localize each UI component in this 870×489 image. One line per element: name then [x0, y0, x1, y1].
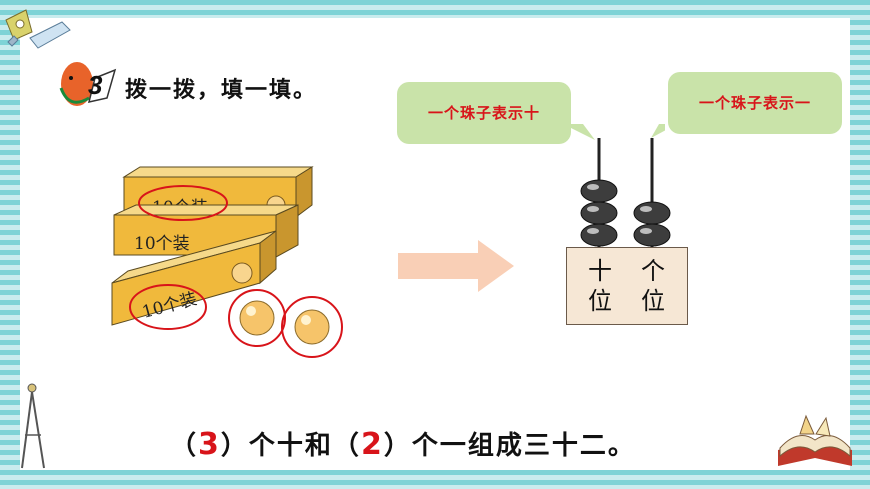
ones-place-label: 个 位 [638, 256, 668, 316]
ones-bead-highlight-2 [640, 206, 652, 212]
tens-bead-highlight-2 [587, 206, 599, 212]
arrow-right-icon [398, 240, 514, 292]
ones-bead-2 [633, 201, 671, 225]
tens-place-label: 十 位 [585, 256, 615, 316]
ones-label-bottom: 位 [641, 287, 665, 315]
answer-tail-text: 个一组成三十二。 [411, 431, 636, 461]
ones-beads [633, 201, 671, 247]
place-value-box: 十 位 个 位 [566, 247, 688, 325]
tens-bead-1 [580, 223, 618, 247]
ten-pack-box-3: 10个装 [111, 230, 277, 326]
ones-bead-1 [633, 223, 671, 247]
ten-packs-illustration: 10个装 10个装 10个装 [111, 166, 343, 358]
ones-label-top: 个 [641, 257, 665, 285]
ten-pack-box-2: 10个装 [113, 204, 299, 258]
bubble-tails [563, 124, 665, 140]
paren-open-2: （ [332, 431, 361, 461]
task-instruction: 拨一拨，填一填。 [125, 78, 318, 103]
loose-bead-1 [228, 289, 286, 347]
tens-bead-highlight-3 [587, 184, 599, 190]
stationery-decoration [5, 9, 71, 49]
paren-open-1: （ [170, 431, 199, 461]
book-icon [778, 414, 852, 466]
tens-beads [580, 179, 618, 247]
abacus [580, 138, 671, 247]
speech-bubble-tens: 一个珠子表示十 [397, 82, 571, 144]
tens-bead-3 [580, 179, 618, 203]
compass-icon [21, 383, 45, 469]
paren-close-1: ） [220, 431, 249, 461]
answer-sentence: （3）个十和（2）个一组成三十二。 [170, 425, 636, 462]
tens-label-bottom: 位 [588, 287, 612, 315]
answer-ones-value[interactable]: 2 [360, 427, 384, 462]
paren-close-2: ） [383, 431, 412, 461]
ones-bead-highlight-1 [640, 228, 652, 234]
answer-tens-value[interactable]: 3 [198, 427, 221, 462]
speech-bubble-ones: 一个珠子表示一 [668, 72, 842, 134]
answer-middle-text: 个十和 [248, 431, 333, 461]
pack-label-2: 10个装 [134, 234, 190, 254]
task-number: 3 [88, 70, 103, 100]
loose-bead-2 [281, 296, 343, 358]
tens-bead-2 [580, 201, 618, 225]
tens-label-top: 十 [588, 257, 612, 285]
tens-bead-highlight-1 [587, 228, 599, 234]
task-number-badge: 3 [59, 62, 117, 106]
